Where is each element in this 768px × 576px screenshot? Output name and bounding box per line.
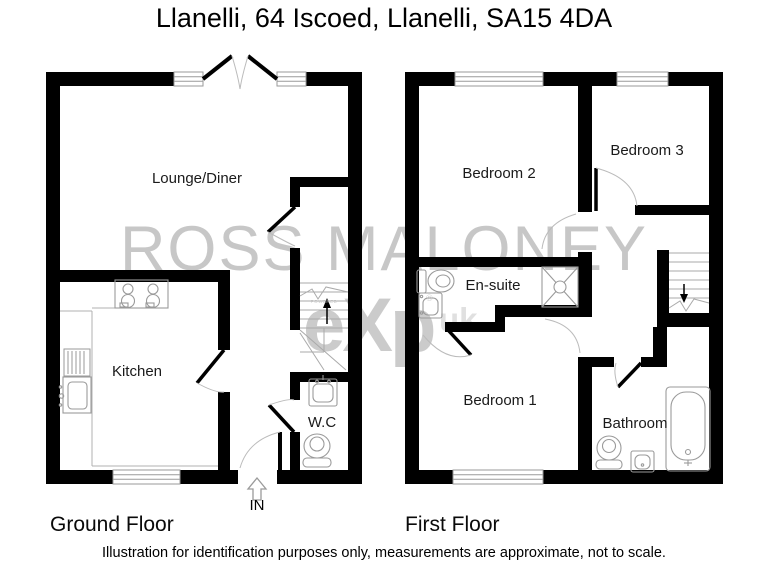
entrance-label: IN: [250, 497, 265, 514]
kitchen-sink-icon: [58, 376, 92, 414]
door: [195, 348, 226, 393]
shower-icon: [541, 266, 579, 308]
ensuite-sink-icon: [418, 292, 443, 319]
door: [267, 399, 296, 434]
door: [594, 167, 638, 211]
entrance-door: [239, 431, 282, 470]
ground-floor-plan: POWERED: [46, 54, 362, 514]
door-arc: [541, 213, 577, 250]
stairs-up-arrow-icon: [323, 298, 331, 324]
room-label-bathroom: Bathroom: [602, 415, 667, 432]
room-label-kitchen: Kitchen: [112, 363, 162, 380]
door: [266, 205, 297, 247]
window: [276, 71, 307, 87]
wall-segments: [405, 72, 723, 484]
toilet-icon: [302, 433, 332, 468]
drainer-icon: [63, 348, 91, 377]
room-label-lounge: Lounge/Diner: [152, 170, 242, 187]
room-label-bedroom3: Bedroom 3: [610, 142, 683, 159]
bathtub-icon: [665, 386, 711, 472]
first-floor-plan: Bedroom 2 Bedroom 3 En-suite Bedroom 1 B…: [405, 71, 723, 485]
wc-sink-icon: [308, 375, 338, 407]
counter: [60, 282, 218, 467]
disclaimer-text: Illustration for identification purposes…: [102, 545, 666, 561]
bathroom-sink-icon: [630, 450, 655, 473]
french-doors: [201, 54, 279, 90]
page-title: Llanelli, 64 Iscoed, Llanelli, SA15 4DA: [155, 3, 613, 33]
staircase: [299, 282, 349, 371]
window: [112, 469, 181, 485]
window: [452, 469, 544, 485]
window: [616, 71, 669, 87]
room-label-wc: W.C: [308, 414, 336, 431]
first-floor-label: First Floor: [405, 513, 500, 536]
window: [173, 71, 204, 87]
stairs-down-arrow-icon: [680, 284, 688, 303]
entrance-arrow-icon: [246, 476, 268, 501]
ground-floor-label: Ground Floor: [50, 513, 174, 536]
stove-icon: [114, 279, 169, 309]
door: [422, 328, 473, 358]
powered-watermark: POWERED: [311, 299, 338, 304]
door-arc: [544, 318, 581, 354]
staircase: [668, 252, 710, 312]
wall-segments: [46, 72, 362, 484]
room-label-bedroom2: Bedroom 2: [462, 165, 535, 182]
room-label-bedroom1: Bedroom 1: [463, 392, 536, 409]
bathroom-toilet-icon: [595, 435, 623, 470]
ensuite-toilet-icon: [416, 269, 455, 294]
room-label-ensuite: En-suite: [465, 277, 520, 294]
door: [614, 361, 643, 389]
window: [454, 71, 544, 87]
